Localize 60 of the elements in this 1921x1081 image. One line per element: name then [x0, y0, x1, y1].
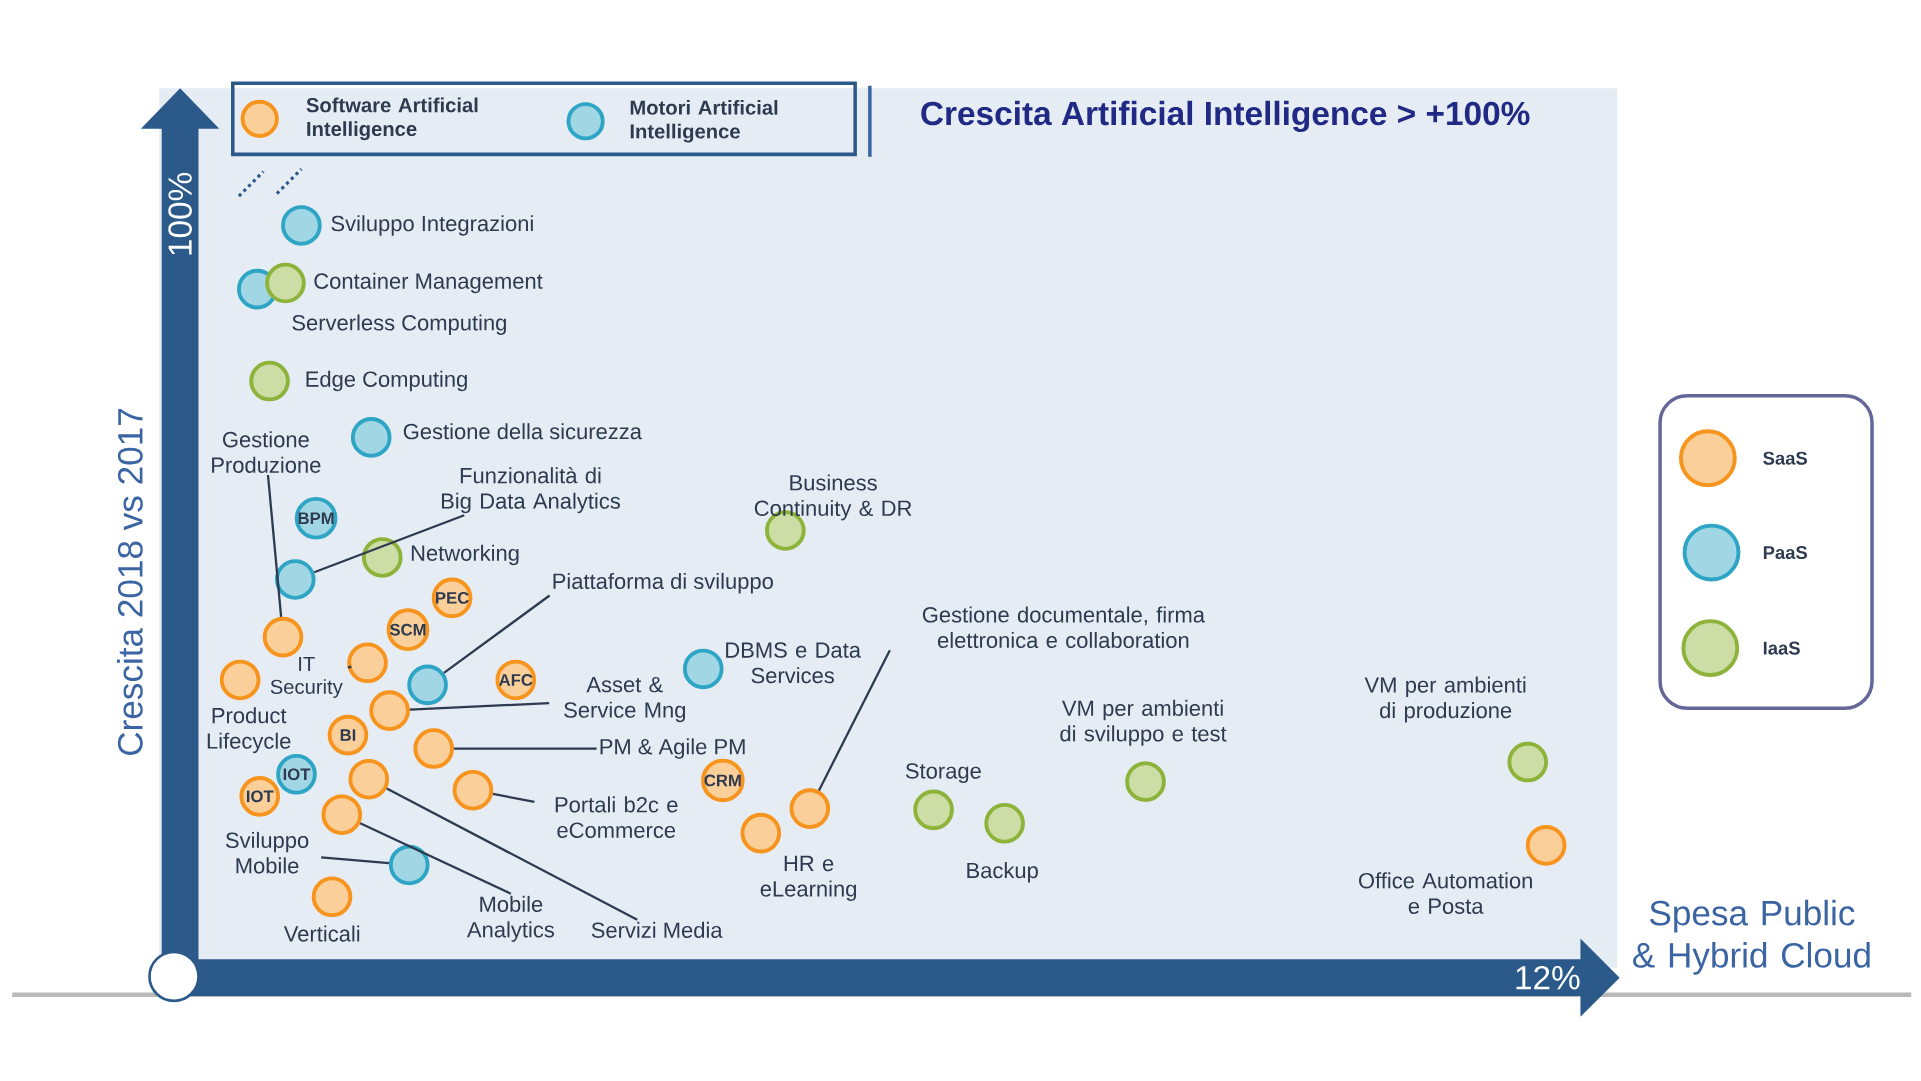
leader-line	[409, 702, 550, 711]
legend-label: IaaS	[1763, 641, 1800, 655]
legend-label: Motori Artificial Intelligence	[630, 100, 778, 143]
axis-title: Crescita 2018 vs 2017	[116, 409, 143, 756]
bubble	[407, 664, 448, 706]
axis-label: 100%	[168, 173, 192, 255]
axis-label: 12%	[1516, 966, 1580, 990]
bubble-label: Serverless Computing	[292, 314, 506, 336]
bubble	[321, 794, 363, 836]
bubble	[262, 617, 304, 658]
leader-line	[321, 856, 390, 865]
bubble-label: Office Automation e Posta	[1359, 872, 1532, 915]
bubble: BI	[327, 715, 369, 756]
callout-label: Gestione Produzione	[212, 431, 321, 474]
callout-label: Sviluppo Mobile	[225, 832, 309, 874]
leader-line	[443, 594, 551, 674]
callout-label: Asset & Service Mng	[564, 677, 686, 723]
bubble-label: Networking	[411, 544, 519, 566]
bubble-label: DBMS e Data Services	[726, 642, 861, 684]
callout-label: Servizi Media	[591, 922, 723, 939]
leader-line	[492, 793, 535, 804]
legend-label: SaaS	[1763, 451, 1808, 465]
leader-line	[266, 475, 283, 618]
callout-label: Funzionalità di Big Data Analytics	[441, 467, 620, 514]
legend-label: PaaS	[1763, 546, 1808, 560]
leader-line	[347, 665, 352, 669]
bubble-label: Sviluppo Integrazioni	[331, 215, 533, 236]
bubble-label: Product Lifecycle	[207, 707, 291, 754]
bubble: AFC	[495, 659, 537, 701]
leader-line	[359, 822, 512, 896]
bubble	[348, 759, 390, 800]
bubble-label: Container Management	[314, 273, 543, 294]
title: Crescita Artificial Intelligence > +100%	[921, 101, 1530, 133]
callout-label: Portali b2c e eCommerce	[555, 796, 678, 839]
bubble-label: HR e eLearning	[760, 856, 856, 902]
callout-label: Gestione documentale, firma elettronica e collaboration	[922, 606, 1205, 649]
callout-label: PM & Agile PM	[600, 738, 745, 759]
bubble: BPM	[294, 497, 338, 540]
bubble: IOT	[276, 754, 317, 795]
bubble	[789, 788, 831, 830]
bubble-label: Storage	[905, 763, 981, 784]
bubble-label: Verticali	[283, 925, 360, 942]
bubble	[388, 844, 430, 886]
axis-title: Spesa Public & Hybrid Cloud	[1633, 900, 1870, 975]
bubble-label: Edge Computing	[306, 371, 467, 392]
bubble-label: VM per ambienti di produzione	[1364, 676, 1526, 723]
legend-label: Software Artificial Intelligence	[306, 97, 478, 141]
callout-label: Mobile Analytics	[467, 896, 555, 943]
bubble	[452, 770, 494, 811]
callout-label: IT Security	[270, 657, 343, 699]
bubble: PEC	[431, 577, 473, 619]
bubble-label: VM per ambienti di sviluppo e test	[1060, 700, 1227, 746]
bubble-label: Gestione della sicurezza	[403, 423, 642, 440]
bubble-label: Business Continuity & DR	[754, 474, 912, 521]
leader-line	[386, 787, 638, 921]
leader-line	[454, 747, 597, 750]
leader-line	[817, 649, 891, 792]
bubble-label: Backup	[967, 862, 1038, 883]
callout-label: Piattaforma di sviluppo	[553, 573, 773, 594]
leader-line	[313, 514, 465, 574]
